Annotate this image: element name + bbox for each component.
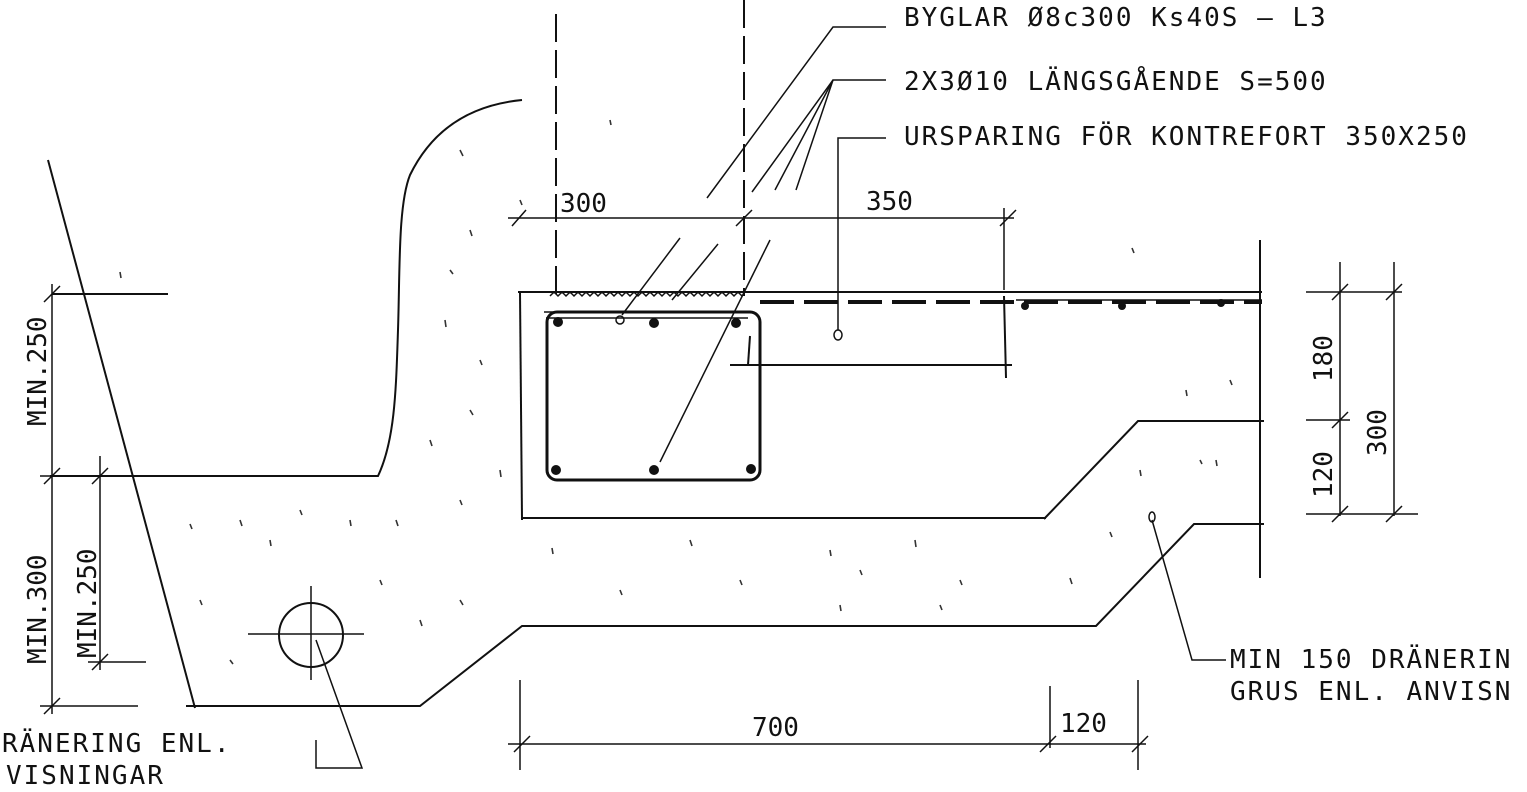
drainage-pipe-label-2: VISNINGAR — [6, 761, 165, 791]
dimension-lines — [40, 208, 1418, 770]
dim-300-right: 300 — [1363, 409, 1393, 456]
recess-label: URSPARING FÖR KONTREFORT 350X250 — [904, 120, 1469, 152]
dim-min250-left-top: MIN.250 — [23, 316, 53, 426]
backfill-slope-line — [47, 159, 196, 709]
dim-120-right: 120 — [1309, 451, 1339, 498]
stirrup-cage — [544, 310, 762, 482]
drainage-gravel-label-2: GRUS ENL. ANVISN — [1230, 677, 1512, 707]
stirrups-label: BYGLAR Ø8c300 Ks40S – L3 — [904, 3, 1328, 33]
drainage-pipe-label-1: RÄNERING ENL. — [2, 727, 232, 759]
drainage-gravel-label-1: MIN 150 DRÄNERIN — [1230, 643, 1512, 675]
footing-outline — [518, 240, 1262, 578]
dim-120-bottom: 120 — [1060, 709, 1107, 739]
dim-180-right: 180 — [1309, 335, 1339, 382]
dim-700-bottom: 700 — [752, 713, 799, 743]
drain-pipe — [248, 586, 364, 680]
dim-min300-left: MIN.300 — [23, 554, 53, 664]
dim-300-top: 300 — [560, 189, 607, 219]
excavation-outline — [50, 99, 1264, 707]
leader-lines — [315, 26, 1226, 769]
concrete-hatching — [119, 119, 1233, 665]
joint-serration — [549, 290, 743, 298]
rebar-bars — [551, 299, 1225, 523]
longitudinal-bars-label: 2X3Ø10 LÄNGSGÅENDE S=500 — [904, 65, 1328, 97]
dim-350-top: 350 — [866, 187, 913, 217]
dim-min250-left-bottom: MIN.250 — [73, 548, 103, 658]
